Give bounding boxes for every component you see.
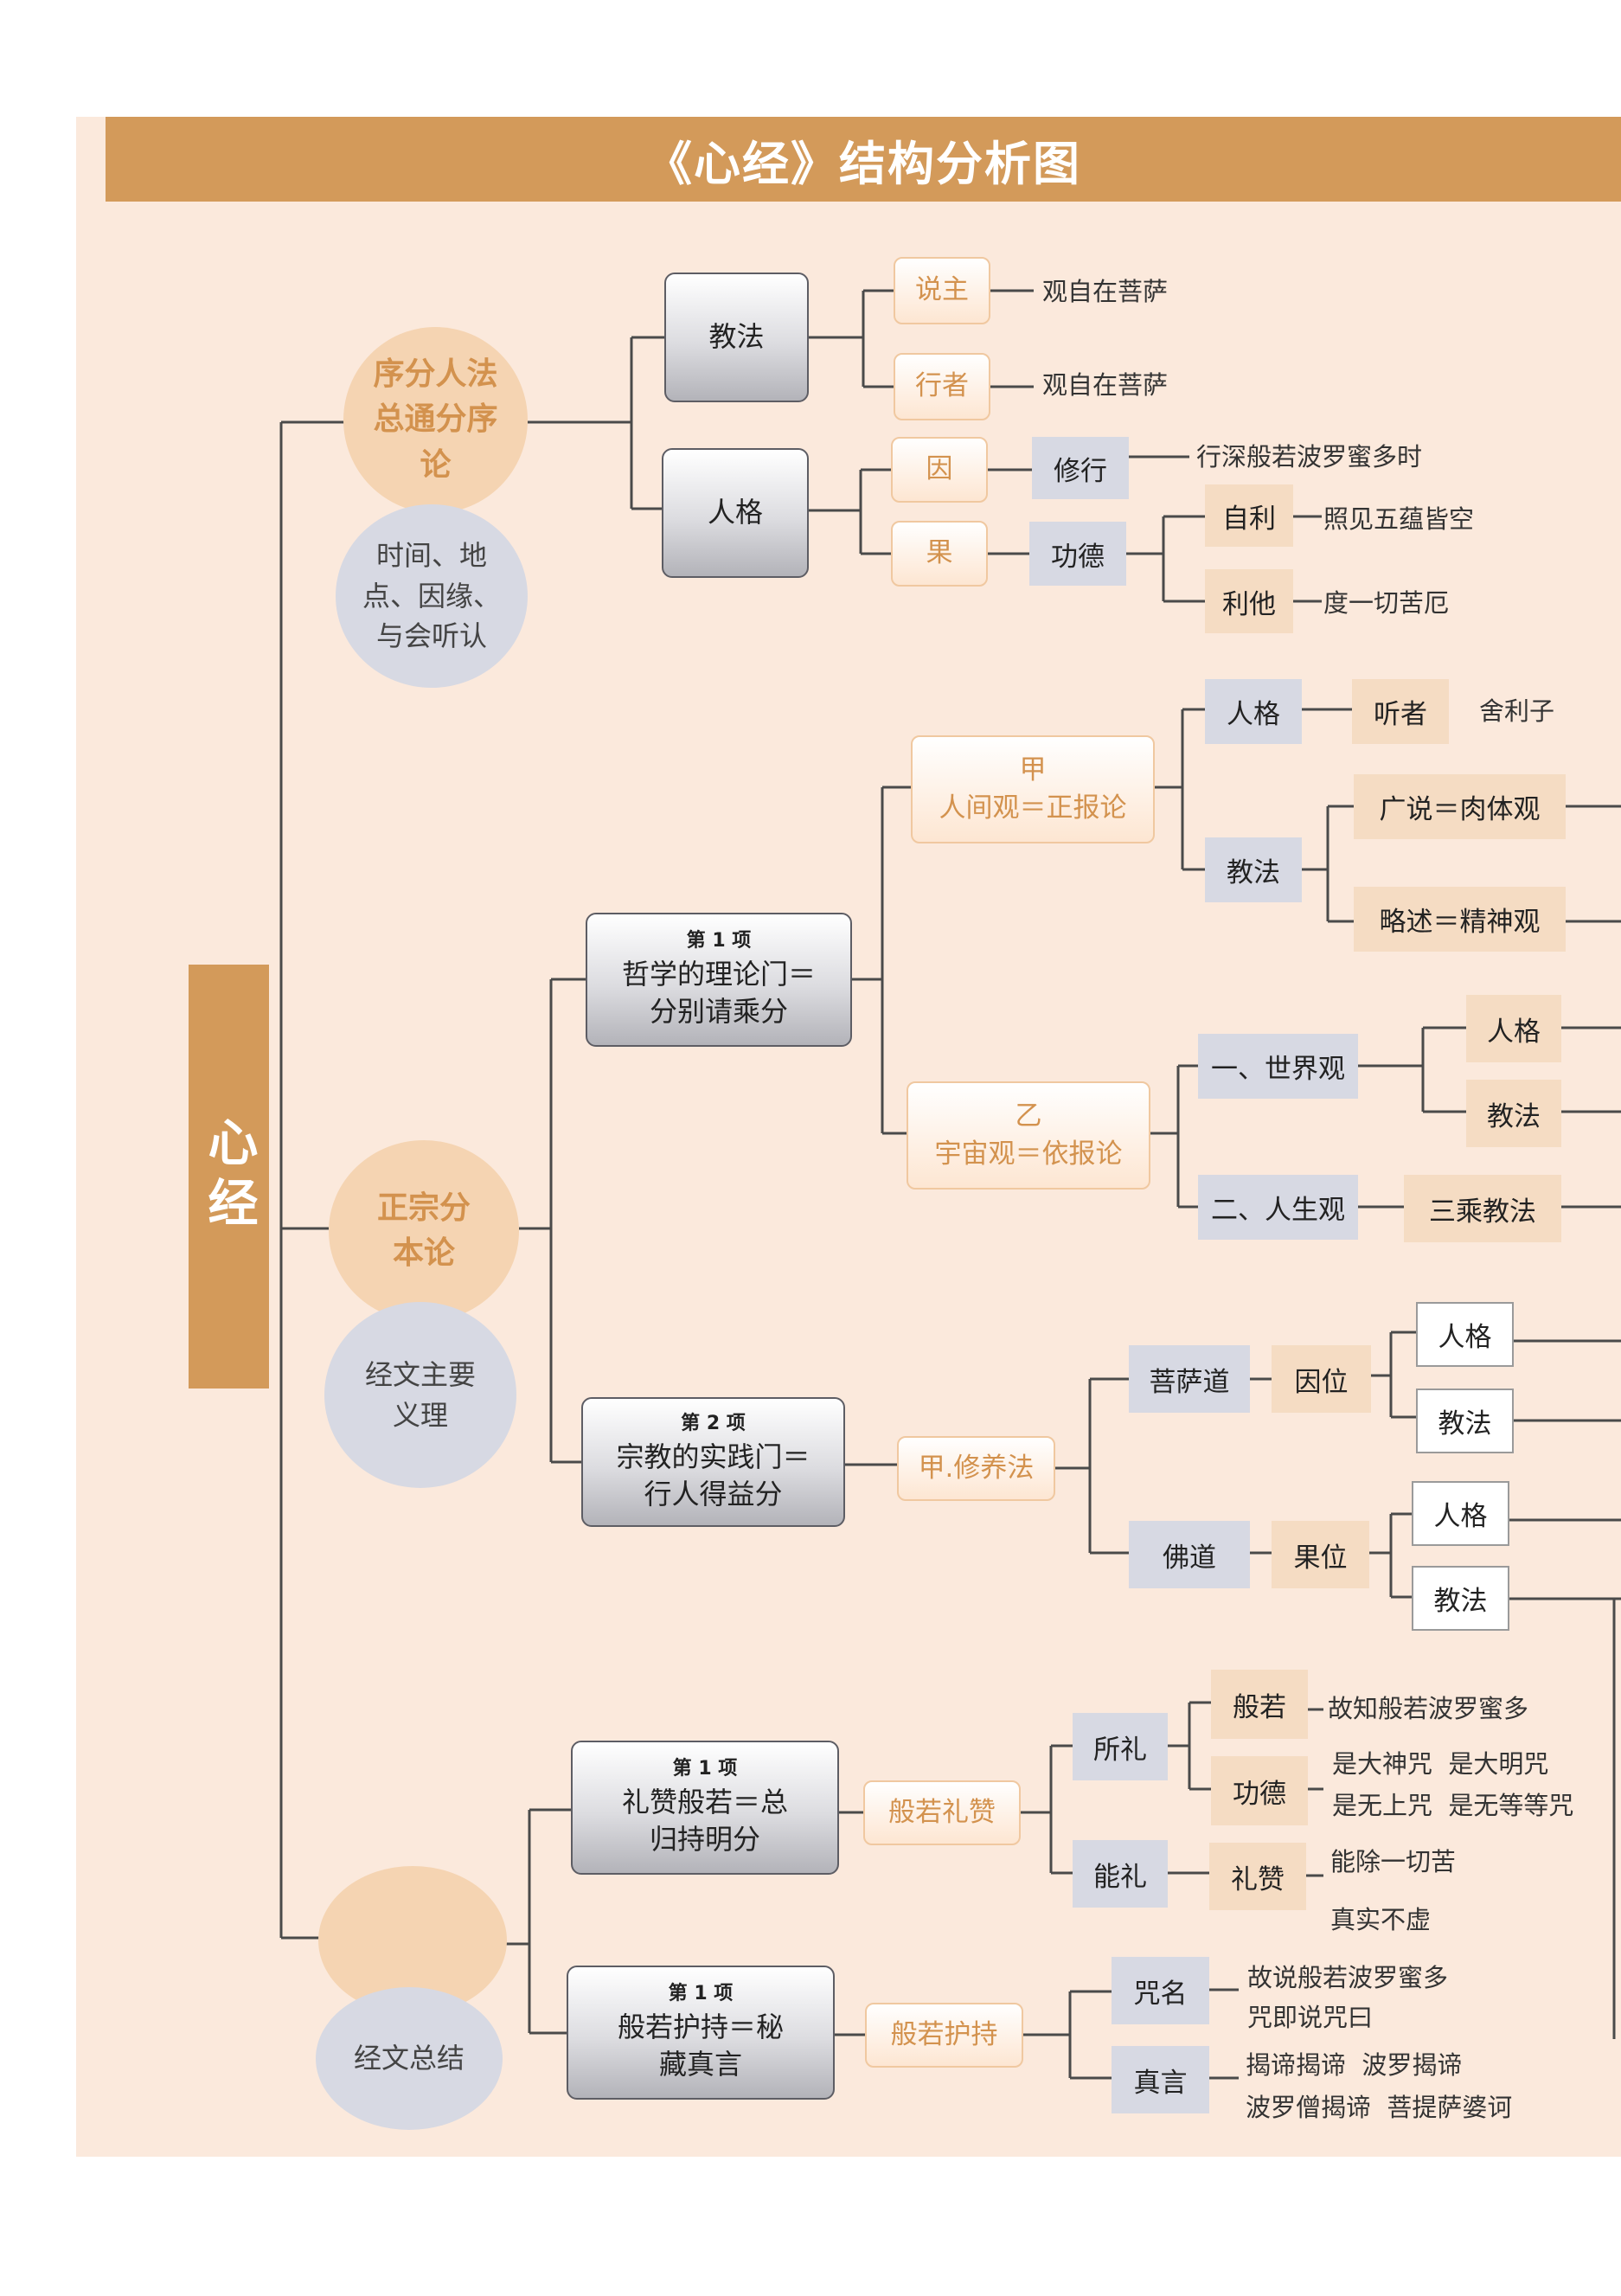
- prajna-box: 般若: [1211, 1670, 1308, 1739]
- prologue-person-node: 人格: [662, 448, 809, 578]
- prologue-teaching-node: 教法: [664, 273, 809, 402]
- practice-value: 行深般若波罗蜜多时: [1196, 441, 1423, 471]
- theory-item-no: 第 1 项: [686, 930, 752, 952]
- prajna-support-node: 般若护持: [865, 2003, 1023, 2068]
- mantra-node: 第 1 项 般若护持＝秘藏真言: [567, 1966, 835, 2100]
- other-benefit-value: 度一切苦厄: [1323, 587, 1450, 618]
- theory-node: 第 1 项 哲学的理论门＝分别请乘分: [586, 913, 852, 1047]
- three-vehicles-box: 三乘教法: [1404, 1175, 1561, 1242]
- buddha-person-box: 人格: [1412, 1481, 1509, 1546]
- merit-box: 功德: [1029, 522, 1126, 586]
- effect-position-box: 果位: [1272, 1521, 1369, 1588]
- self-benefit-value: 照见五蕴皆空: [1323, 503, 1475, 534]
- practice-box: 修行: [1032, 437, 1129, 499]
- other-benefit-box: 利他: [1205, 569, 1293, 633]
- human-view-person-box: 人格: [1205, 679, 1302, 744]
- worship-value-2: 真实不虚: [1330, 1904, 1432, 1934]
- world-view-box: 一、世界观: [1198, 1034, 1358, 1099]
- conclusion-note-circle: 经文总结: [316, 1987, 503, 2130]
- bodhisattva-path-box: 菩萨道: [1129, 1345, 1250, 1413]
- effect-node: 果: [891, 521, 988, 587]
- speaker-value: 观自在菩萨: [1042, 276, 1169, 306]
- human-view-mark: 甲: [1019, 754, 1047, 786]
- true-words-value-2: 波罗僧揭谛 菩提萨婆诃: [1246, 2092, 1513, 2122]
- practice-node: 第 2 项 宗教的实践门＝行人得益分: [581, 1397, 845, 1527]
- theory-label: 哲学的理论门＝分别请乘分: [621, 958, 816, 1029]
- object-of-worship-box: 所礼: [1073, 1713, 1168, 1780]
- praise-merit-value-1: 是大神咒 是大明咒: [1332, 1748, 1549, 1779]
- mantra-item-no: 第 1 项: [668, 1983, 734, 2005]
- prajna-value: 故知般若波罗蜜多: [1328, 1693, 1529, 1723]
- mantra-name-value-1: 故说般若波罗蜜多: [1247, 1962, 1449, 1992]
- practitioner-node: 行者: [894, 353, 990, 420]
- worship-value-1: 能除一切苦: [1330, 1846, 1457, 1876]
- universe-view-mark: 乙: [1015, 1100, 1042, 1132]
- world-view-teaching-box: 教法: [1466, 1080, 1561, 1147]
- broad-explanation-box: 广说＝肉体观: [1354, 774, 1566, 839]
- true-words-value-1: 揭谛揭谛 波罗揭谛: [1246, 2049, 1463, 2080]
- listener-box: 听者: [1352, 679, 1449, 744]
- praise-merit-box: 功德: [1211, 1756, 1308, 1825]
- bodhisattva-teaching-box: 教法: [1416, 1389, 1514, 1453]
- main-section-circle: 正宗分本论: [329, 1140, 519, 1322]
- bodhisattva-person-box: 人格: [1416, 1302, 1514, 1367]
- speaker-node: 说主: [894, 257, 990, 324]
- buddha-path-box: 佛道: [1129, 1521, 1250, 1588]
- page-title: 《心经》结构分析图: [106, 117, 1621, 202]
- mantra-name-box: 咒名: [1112, 1957, 1209, 2024]
- human-view-node: 甲 人间观＝正报论: [911, 735, 1155, 843]
- practice-item-no: 第 2 项: [681, 1412, 746, 1434]
- prologue-circle: 序分人法总通分序论: [343, 327, 528, 513]
- diagram-background: [76, 117, 1621, 2157]
- cultivation-method-node: 甲.修养法: [897, 1436, 1055, 1501]
- praise-merit-value-2: 是无上咒 是无等等咒: [1332, 1790, 1574, 1820]
- worship-box: 礼赞: [1209, 1843, 1306, 1910]
- universe-view-node: 乙 宇宙观＝依报论: [907, 1081, 1150, 1190]
- mantra-label: 般若护持＝秘藏真言: [617, 2011, 784, 2081]
- praise-node: 第 1 项 礼赞般若＝总归持明分: [571, 1741, 839, 1875]
- worshipper-box: 能礼: [1073, 1840, 1168, 1908]
- human-view-label: 人间观＝正报论: [939, 792, 1127, 824]
- root-node: 心经: [189, 965, 269, 1389]
- universe-view-label: 宇宙观＝依报论: [934, 1138, 1123, 1170]
- practice-label: 宗教的实践门＝行人得益分: [616, 1440, 810, 1510]
- true-words-box: 真言: [1112, 2046, 1209, 2113]
- cause-node: 因: [891, 437, 988, 503]
- practitioner-value: 观自在菩萨: [1042, 369, 1169, 400]
- praise-label: 礼赞般若＝总归持明分: [621, 1786, 788, 1857]
- buddha-teaching-box: 教法: [1412, 1566, 1509, 1631]
- human-view-teaching-box: 教法: [1205, 837, 1302, 902]
- world-view-person-box: 人格: [1466, 995, 1561, 1062]
- mantra-name-value-2: 咒即说咒曰: [1247, 2002, 1374, 2032]
- prajna-praise-node: 般若礼赞: [863, 1780, 1021, 1845]
- self-benefit-box: 自利: [1205, 484, 1293, 547]
- listener-value: 舍利子: [1479, 696, 1555, 726]
- praise-item-no: 第 1 项: [672, 1758, 738, 1780]
- brief-explanation-box: 略述＝精神观: [1354, 887, 1566, 952]
- main-note-circle: 经文主要义理: [324, 1302, 516, 1488]
- cause-position-box: 因位: [1272, 1345, 1371, 1413]
- prologue-note-circle: 时间、地点、因缘、与会听认: [336, 504, 528, 688]
- life-view-box: 二、人生观: [1198, 1175, 1358, 1240]
